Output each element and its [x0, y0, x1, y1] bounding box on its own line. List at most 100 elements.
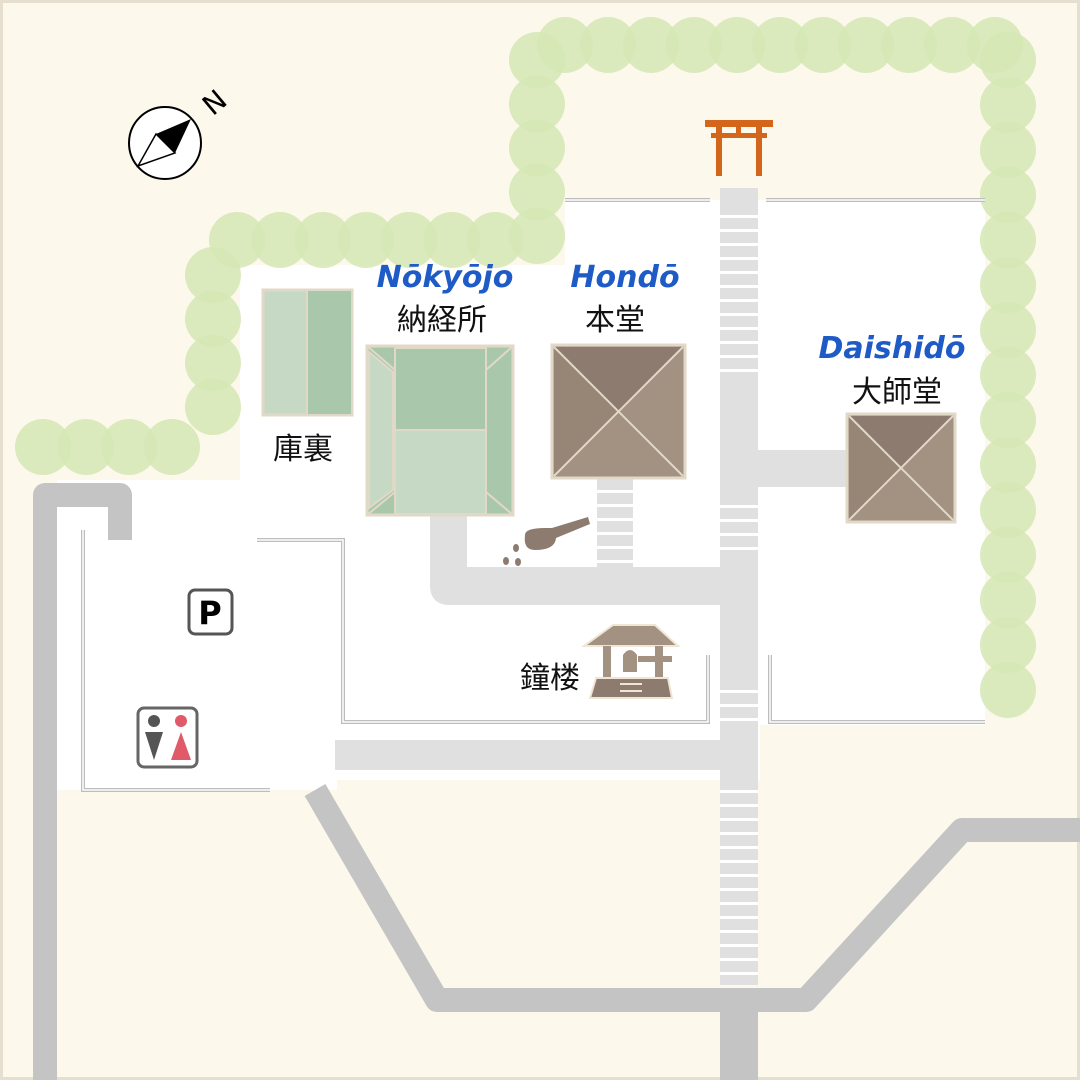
hondo-jp-label: 本堂 [585, 303, 645, 338]
tree [980, 617, 1036, 673]
tree [795, 17, 851, 73]
nokyojo-building [365, 344, 515, 517]
kuri-label: 庫裏 [273, 432, 333, 467]
step-stripe [720, 704, 758, 707]
step-stripe [597, 546, 633, 549]
step-stripe [720, 944, 758, 947]
step-stripe [720, 229, 758, 232]
step-stripe [720, 902, 758, 905]
step-stripe [720, 818, 758, 821]
tree [980, 77, 1036, 133]
step-stripe [720, 285, 758, 288]
step-stripe [720, 718, 758, 721]
step-stripe [720, 215, 758, 218]
daishido-building [845, 412, 957, 524]
tree [924, 17, 980, 73]
tree [666, 17, 722, 73]
step-stripe [720, 888, 758, 891]
step-stripe [720, 505, 758, 508]
step-stripe [720, 916, 758, 919]
step-stripe [720, 313, 758, 316]
step-stripe [597, 504, 633, 507]
step-stripe [597, 518, 633, 521]
daishido-jp-label: 大師堂 [852, 375, 942, 410]
tree [338, 212, 394, 268]
tree [980, 482, 1036, 538]
tree [980, 167, 1036, 223]
tree [980, 212, 1036, 268]
tree [295, 212, 351, 268]
tree [509, 76, 565, 132]
tree [509, 208, 565, 264]
outer-road [33, 483, 1080, 1080]
tree [15, 419, 71, 475]
step-stripe [720, 243, 758, 246]
tree [980, 392, 1036, 448]
step-stripe [720, 958, 758, 961]
tree [144, 419, 200, 475]
walkways [335, 188, 850, 985]
bell-tower-icon [580, 624, 681, 699]
step-stripe [720, 690, 758, 693]
restroom-icon [136, 706, 199, 769]
tree [980, 527, 1036, 583]
tree [467, 212, 523, 268]
step-stripe [720, 930, 758, 933]
daishido-en-label: Daishidō [818, 331, 965, 366]
tree [752, 17, 808, 73]
step-stripe [720, 972, 758, 975]
tree [980, 662, 1036, 718]
hondo-building [550, 343, 687, 480]
step-stripe [720, 804, 758, 807]
tree [185, 291, 241, 347]
torii-icon [705, 120, 773, 176]
tree [252, 212, 308, 268]
tree [980, 32, 1036, 88]
tree [185, 379, 241, 435]
step-stripe [597, 490, 633, 493]
tree-hedge [15, 17, 1036, 718]
tree [881, 17, 937, 73]
steps [597, 215, 758, 975]
tree [980, 302, 1036, 358]
tree [509, 120, 565, 176]
fences [81, 198, 985, 792]
step-stripe [720, 860, 758, 863]
shoro-label: 鐘楼 [520, 661, 580, 696]
tree [980, 572, 1036, 628]
step-stripe [720, 271, 758, 274]
tree [980, 347, 1036, 403]
ladle-icon [503, 517, 590, 566]
tree [509, 32, 565, 88]
step-stripe [720, 327, 758, 330]
tree [838, 17, 894, 73]
step-stripe [597, 560, 633, 563]
step-stripe [720, 299, 758, 302]
nokyojo-en-label: Nōkyōjo [377, 260, 514, 295]
step-stripe [720, 790, 758, 793]
step-stripe [720, 832, 758, 835]
nokyojo-jp-label: 納経所 [397, 303, 487, 338]
tree [101, 419, 157, 475]
step-stripe [720, 547, 758, 550]
tree [980, 437, 1036, 493]
parking-icon: P [187, 588, 234, 636]
hondo-en-label: Hondō [570, 260, 679, 295]
step-stripe [720, 355, 758, 358]
tree [580, 17, 636, 73]
step-stripe [720, 533, 758, 536]
step-stripe [720, 874, 758, 877]
tree [709, 17, 765, 73]
tree [980, 257, 1036, 313]
step-stripe [720, 341, 758, 344]
step-stripe [720, 519, 758, 522]
parking-label: P [198, 594, 221, 632]
tree [381, 212, 437, 268]
kuri-building [261, 288, 354, 417]
tree [185, 247, 241, 303]
step-stripe [597, 532, 633, 535]
tree [980, 122, 1036, 178]
step-stripe [720, 846, 758, 849]
tree [623, 17, 679, 73]
